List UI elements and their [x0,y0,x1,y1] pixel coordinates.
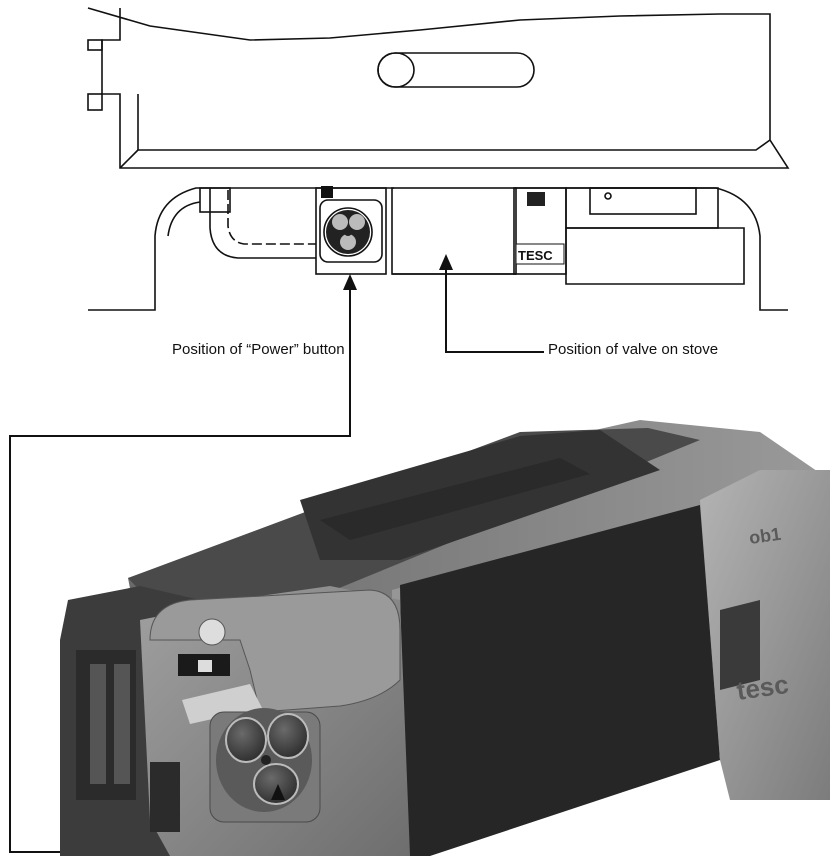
power-button-3d [253,763,299,805]
black-sleeve [400,505,720,856]
arrow-power-bottom-overlay [271,784,285,800]
power-button-top-view [321,186,370,254]
brand-label-bottom: tesc [735,669,791,706]
arrow-valve [439,254,453,270]
power-button-cluster [216,708,312,812]
callout-power-button: Position of “Power” button [172,341,345,358]
brand-label-top: TESC [518,248,553,263]
arrow-power-top [343,274,357,290]
tesc-brand-plate: TESC [515,192,565,265]
valve-device-render: tesc ob1 [60,420,830,856]
callout-valve: Position of valve on stove [548,341,719,358]
brand-label-side: ob1 [748,524,782,548]
stove-outline-drawing [87,7,790,311]
